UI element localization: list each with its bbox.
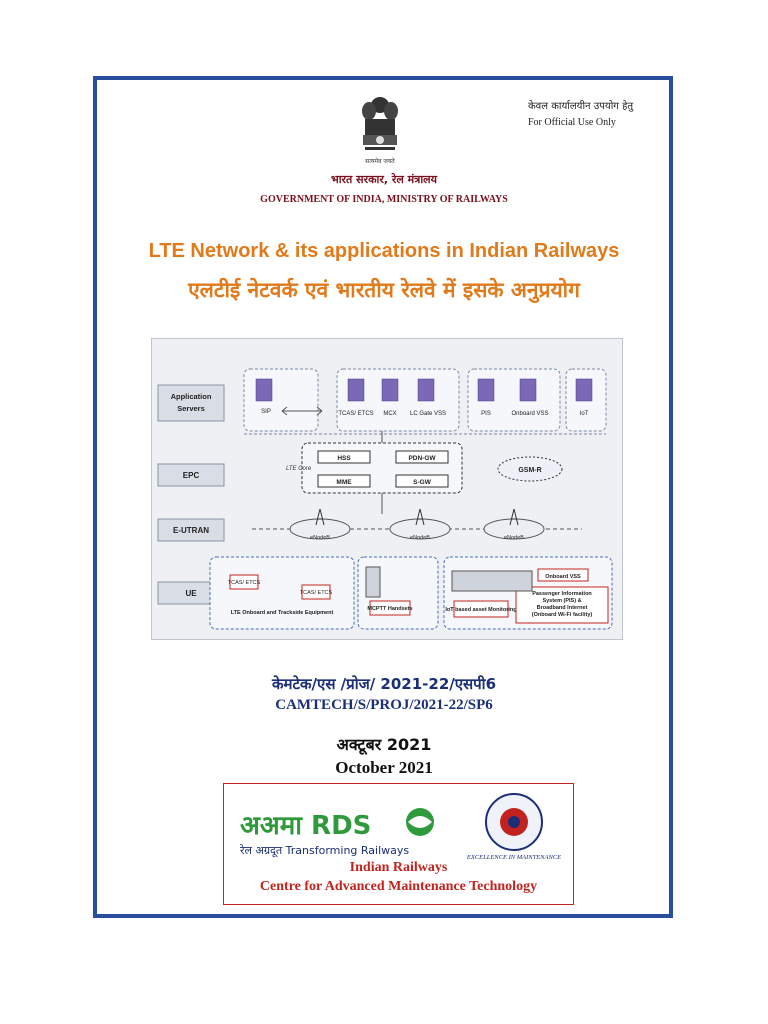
layer-box-application [157, 384, 225, 422]
title-hindi: एलटीई नेटवर्क एवं भारतीय रेलवे में इसके … [188, 278, 580, 302]
server-label-iot: IoT [580, 411, 589, 417]
date-english: October 2021 [335, 758, 433, 777]
core-node-mme [317, 474, 371, 488]
core-label-mme: MME [336, 479, 352, 486]
server-icon [255, 378, 273, 402]
gsmr-label: GSM-R [518, 467, 541, 474]
server-icon [347, 378, 365, 402]
ue-label-mcptt: MCPTT Handsets [367, 606, 412, 612]
rds-tagline: रेल अग्रदूत Transforming Railways [239, 844, 409, 858]
layer-box-epc [157, 463, 225, 487]
date-hindi: अक्टूबर 2021 [336, 735, 432, 754]
tcas-box-2 [301, 584, 331, 600]
enodeb-label: eNodeB [410, 535, 430, 541]
iot-asset-box [453, 600, 509, 618]
core-node-hss [317, 450, 371, 464]
server-icon [575, 378, 593, 402]
document-number-hindi: केमटेक/एस /प्रोज/ 2021-22/एसपी6 [271, 675, 497, 693]
antenna-icon [509, 508, 519, 526]
layer-label-eutran: E-UTRAN [173, 526, 209, 535]
title-english: LTE Network & its applications in Indian… [148, 240, 620, 262]
lte-core-label: LTE Core [286, 466, 312, 472]
ue-label-onboard-vss: Onboard VSS [545, 574, 581, 580]
layer-label-ue: UE [185, 589, 197, 598]
server-icon [381, 378, 399, 402]
server-label-onboard-vss: Onboard VSS [511, 411, 548, 417]
layer-label-application-line1: Application [171, 392, 212, 401]
ue-label-onboard-equipment: LTE Onboard and Trackside Equipment [231, 610, 334, 616]
government-english: GOVERNMENT OF INDIA, MINISTRY OF RAILWAY… [260, 194, 508, 205]
state-emblem-icon [362, 97, 398, 150]
rds-logo-text: अअमा RDS [240, 811, 371, 841]
server-icon [519, 378, 537, 402]
seal-caption: EXCELLENCE IN MAINTENANCE [466, 854, 561, 861]
camtech-seal: EXCELLENCE IN MAINTENANCE [466, 793, 561, 861]
server-icon [477, 378, 495, 402]
pis-box [515, 586, 609, 624]
server-label-pis: PIS [481, 411, 491, 417]
core-node-sgw [395, 474, 449, 488]
antenna-icon [315, 508, 325, 526]
server-label-lcgate: LC Gate VSS [410, 411, 446, 417]
layer-label-application-line2: Servers [177, 404, 205, 413]
ue-label-pis-2: System (PIS) & [542, 598, 581, 604]
ue-label-pis-3: Broadband Internet [537, 605, 588, 611]
antenna-icon [415, 508, 425, 526]
server-icon [417, 378, 435, 402]
enodeb-label: eNodeB [310, 535, 330, 541]
enodeb-label: eNodeB [504, 535, 524, 541]
onboard-vss-box [537, 568, 589, 582]
ue-label-tcas-1: TCAS/ ETCS [228, 580, 261, 586]
mcptt-box [369, 600, 411, 616]
train-coach-icon [451, 570, 533, 592]
core-node-pdngw [395, 450, 449, 464]
layer-box-eutran [157, 518, 225, 542]
official-use-english: For Official Use Only [528, 117, 616, 128]
core-label-sgw: S-GW [413, 479, 432, 486]
document-number-english: CAMTECH/S/PROJ/2021-22/SP6 [275, 697, 493, 713]
server-group-sip [243, 368, 319, 432]
server-label-mcx: MCX [383, 411, 396, 417]
ue-group-onboard [209, 556, 355, 630]
rds-logo: अअमा RDS रेल अग्रदूत Transforming Railwa… [239, 808, 434, 858]
page-border [93, 76, 673, 918]
server-label-sip: SIP [261, 409, 271, 415]
core-label-hss: HSS [337, 455, 351, 462]
emblem-motto: सत्यमेव जयते [365, 158, 395, 165]
footer-logo-box: अअमा RDS रेल अग्रदूत Transforming Railwa… [223, 783, 574, 905]
gsmr-cloud [497, 456, 563, 482]
server-label-tcas: TCAS/ ETCS [338, 411, 373, 417]
lte-architecture-diagram: Application EPC E-UTRAN UE Servers SIP T… [151, 338, 623, 640]
org-name-line2: Centre for Advanced Maintenance Technolo… [259, 879, 538, 894]
tcas-box-1 [229, 574, 259, 590]
handset-icon [365, 566, 381, 598]
layer-label-epc: EPC [183, 471, 200, 480]
ue-label-pis-4: (Onboard Wi-Fi facility) [532, 612, 593, 618]
ue-label-pis-1: Passenger Information [532, 591, 592, 597]
ue-label-iot-asset: IoT based asset Monitoring [445, 607, 516, 613]
official-use-hindi: केवल कार्यालयीन उपयोग हेतु [528, 101, 634, 112]
ue-label-tcas-2: TCAS/ ETCS [300, 590, 333, 596]
government-hindi: भारत सरकार, रेल मंत्रालय [330, 173, 438, 186]
org-name-line1: Indian Railways [349, 860, 448, 875]
core-label-pdngw: PDN-GW [408, 455, 436, 462]
